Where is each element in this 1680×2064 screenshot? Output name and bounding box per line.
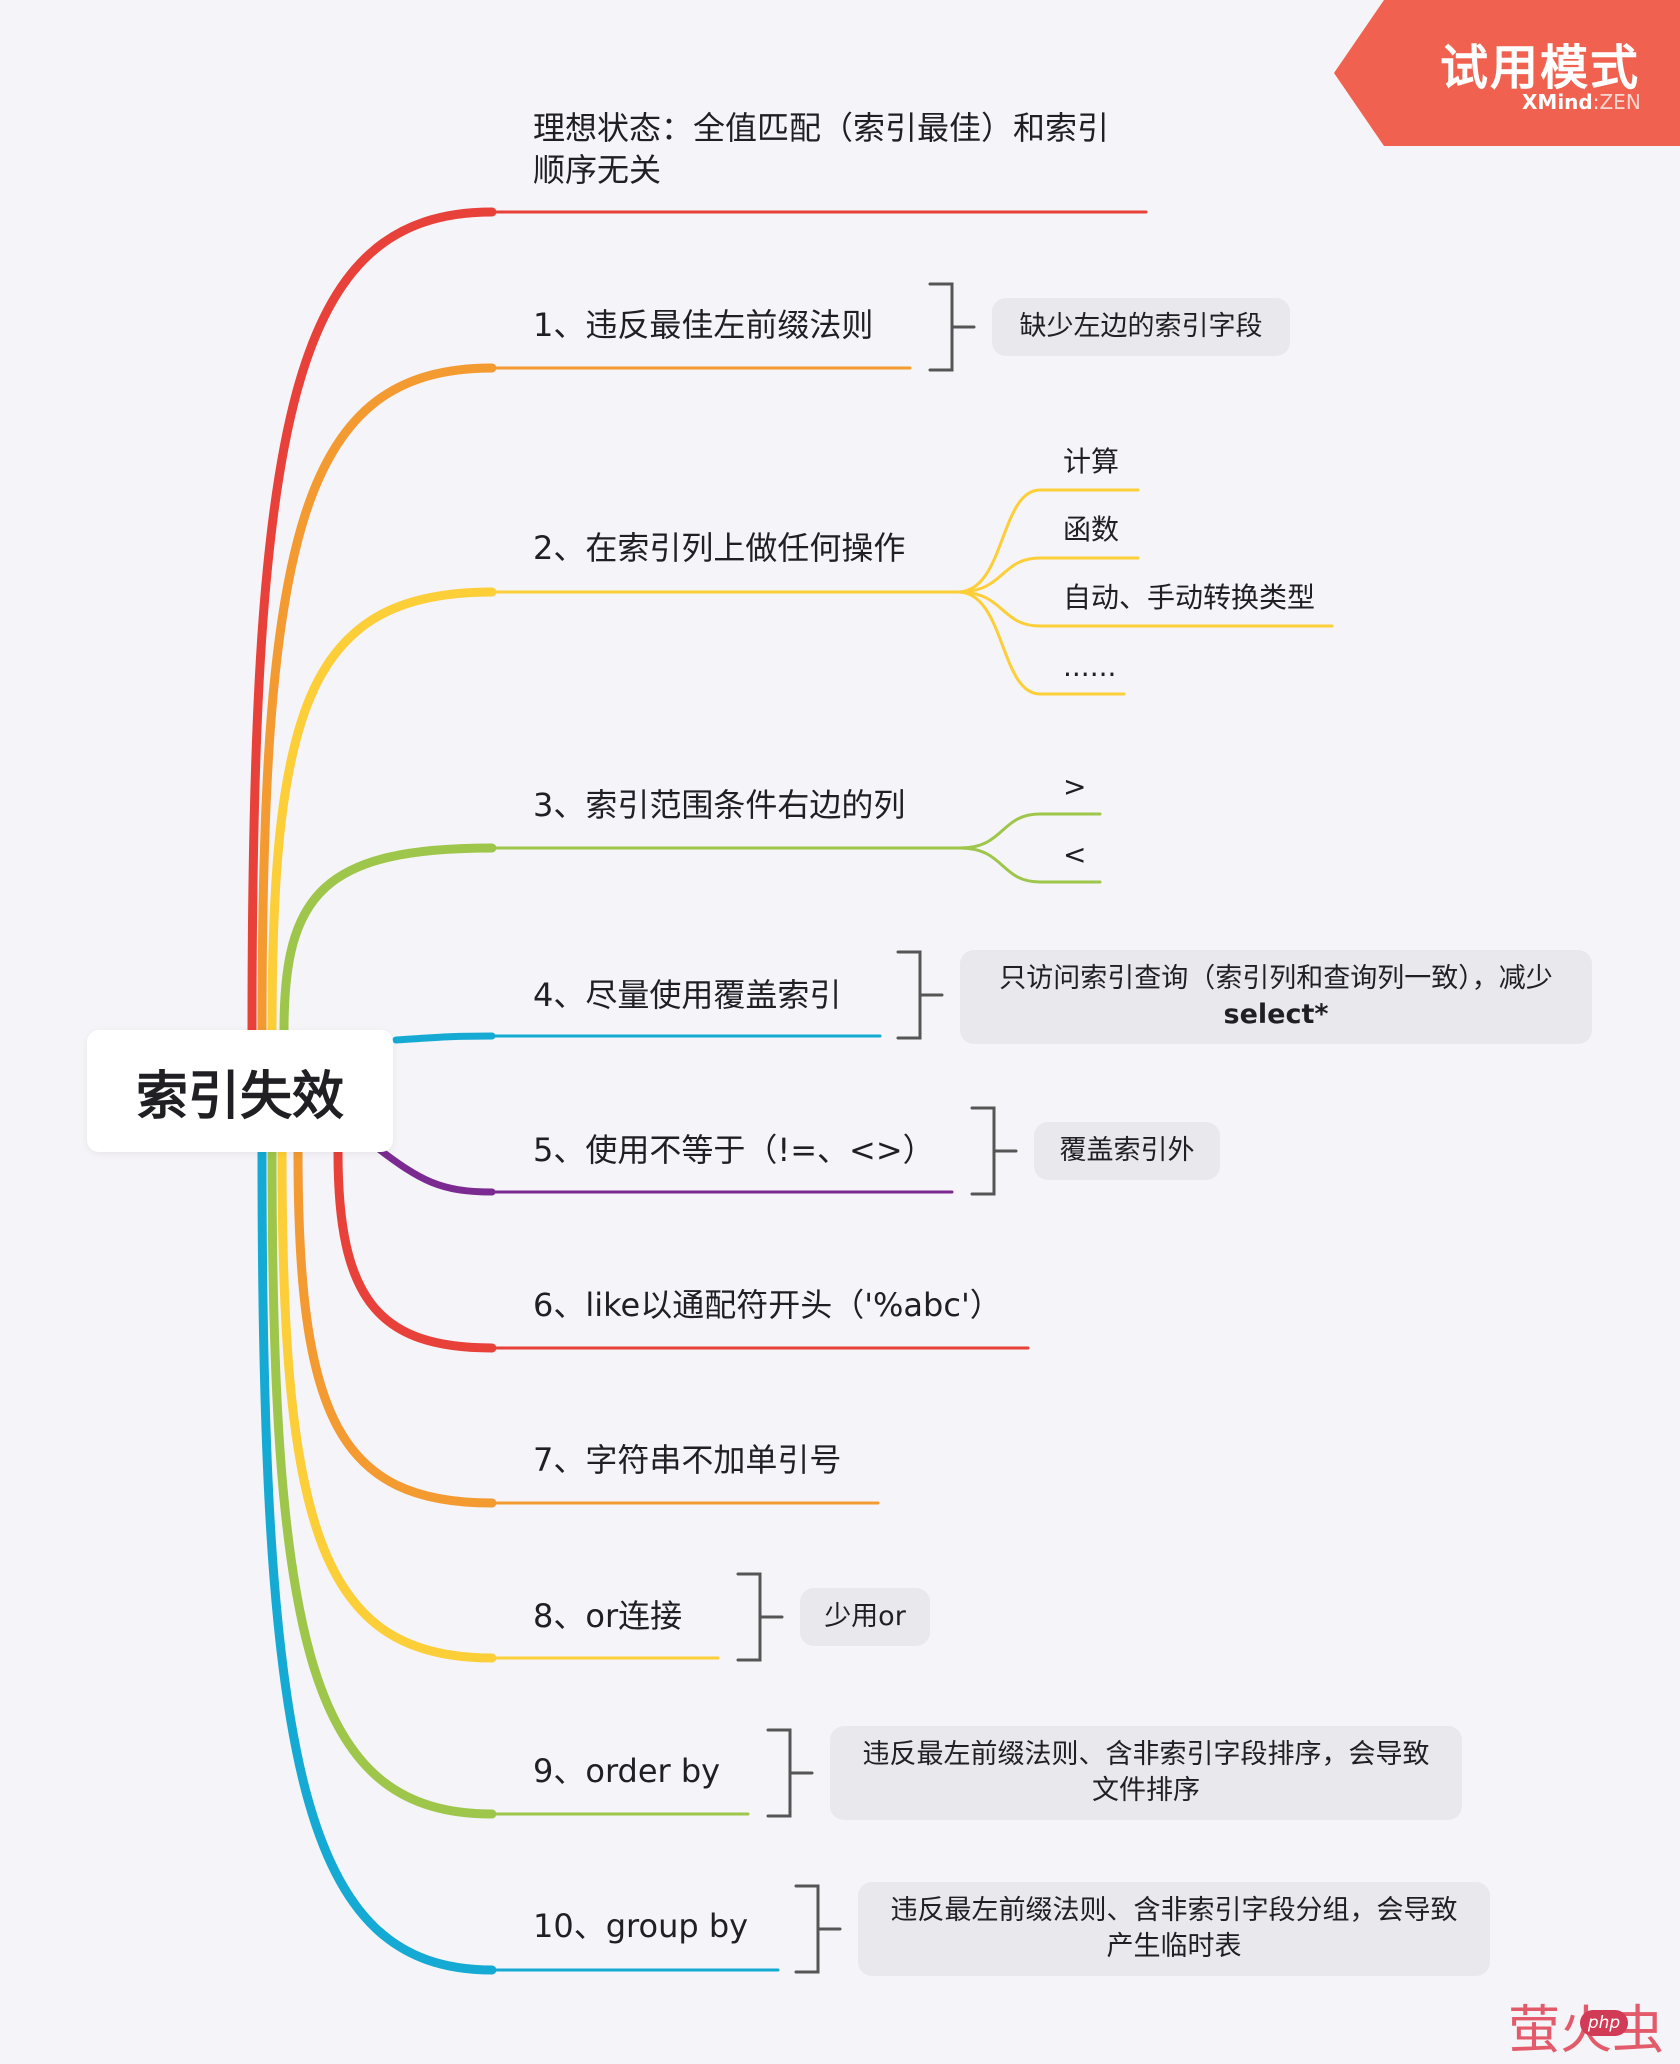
branch-6-like-wildcard[interactable]: 6、like以通配符开头（'%abc'） [533,1286,1002,1324]
bracket-note-8-shape [736,1572,762,1662]
trial-banner [1334,0,1680,146]
branch-9-order-by[interactable]: 9、order by [533,1752,721,1790]
note-missing-left-field[interactable]: 缺少左边的索引字段 [992,298,1290,356]
connector-branch-9 [267,1147,497,1819]
branch-10-group-by[interactable]: 10、group by [533,1907,749,1945]
bracket-note-10-shape [794,1884,820,1974]
subtopic-greater-than[interactable]: > [1063,770,1087,803]
connector-branch-3 [279,843,497,1035]
branch-8-or[interactable]: 8、or连接 [533,1597,683,1635]
note-outside-covering-index[interactable]: 覆盖索引外 [1034,1122,1220,1180]
branch-1-leftmost-prefix[interactable]: 1、违反最佳左前缀法则 [533,306,874,344]
note-temp-table[interactable]: 违反最左前缀法则、含非索引字段分组，会导致产生临时表 [858,1882,1490,1976]
connector-branch-0 [247,207,497,1035]
subtopic-function[interactable]: 函数 [1063,513,1120,546]
connector-branch-1 [257,363,497,1035]
connector-sub-2-2 [956,590,1334,628]
connector-sub-3-1 [958,846,1102,884]
subtopic-less-than[interactable]: < [1063,838,1087,871]
subtopic-type-conversion[interactable]: 自动、手动转换类型 [1063,581,1316,614]
branch-ideal-state[interactable]: 理想状态：全值匹配（索引最佳）和索引 顺序无关 [533,109,1110,189]
branch-4-covering-index[interactable]: 4、尽量使用覆盖索引 [533,976,842,1014]
subtopic-ellipsis[interactable]: ...... [1063,650,1117,683]
connector-sub-3-0 [958,812,1102,850]
branch-3-range-condition[interactable]: 3、索引范围条件右边的列 [533,786,906,824]
connector-branch-6 [333,1147,497,1353]
bracket-note-5-shape [970,1106,996,1196]
connector-branch-5 [376,1146,496,1196]
banner-title: 试用模式 [1440,40,1641,96]
root-topic[interactable]: 索引失效 [87,1030,393,1152]
branch-2-operation-on-column[interactable]: 2、在索引列上做任何操作 [533,529,906,567]
subtopic-calculation[interactable]: 计算 [1063,445,1120,478]
connector-branch-4 [392,1032,496,1044]
connector-sub-2-3 [956,590,1126,696]
connector-branch-7 [293,1147,497,1508]
bracket-note-9-shape [766,1728,792,1818]
banner-shape [1334,0,1680,146]
connector-branch-2 [267,587,497,1035]
watermark-badge: php [1580,2010,1628,2036]
branch-5-not-equal[interactable]: 5、使用不等于（!=、<>） [533,1131,935,1169]
branch-7-string-quotes[interactable]: 7、字符串不加单引号 [533,1441,842,1479]
connector-sub-2-1 [956,556,1140,594]
note-file-sort[interactable]: 违反最左前缀法则、含非索引字段排序，会导致文件排序 [830,1726,1462,1820]
banner-brand: XMind:ZEN [1522,90,1641,114]
bracket-note-1-shape [928,282,954,372]
connector-sub-2-0 [956,488,1140,594]
bracket-note-4-shape [896,950,922,1040]
connector-branch-8 [277,1147,497,1663]
note-use-less-or[interactable]: 少用or [800,1588,930,1646]
connector-branch-10 [257,1147,497,1975]
